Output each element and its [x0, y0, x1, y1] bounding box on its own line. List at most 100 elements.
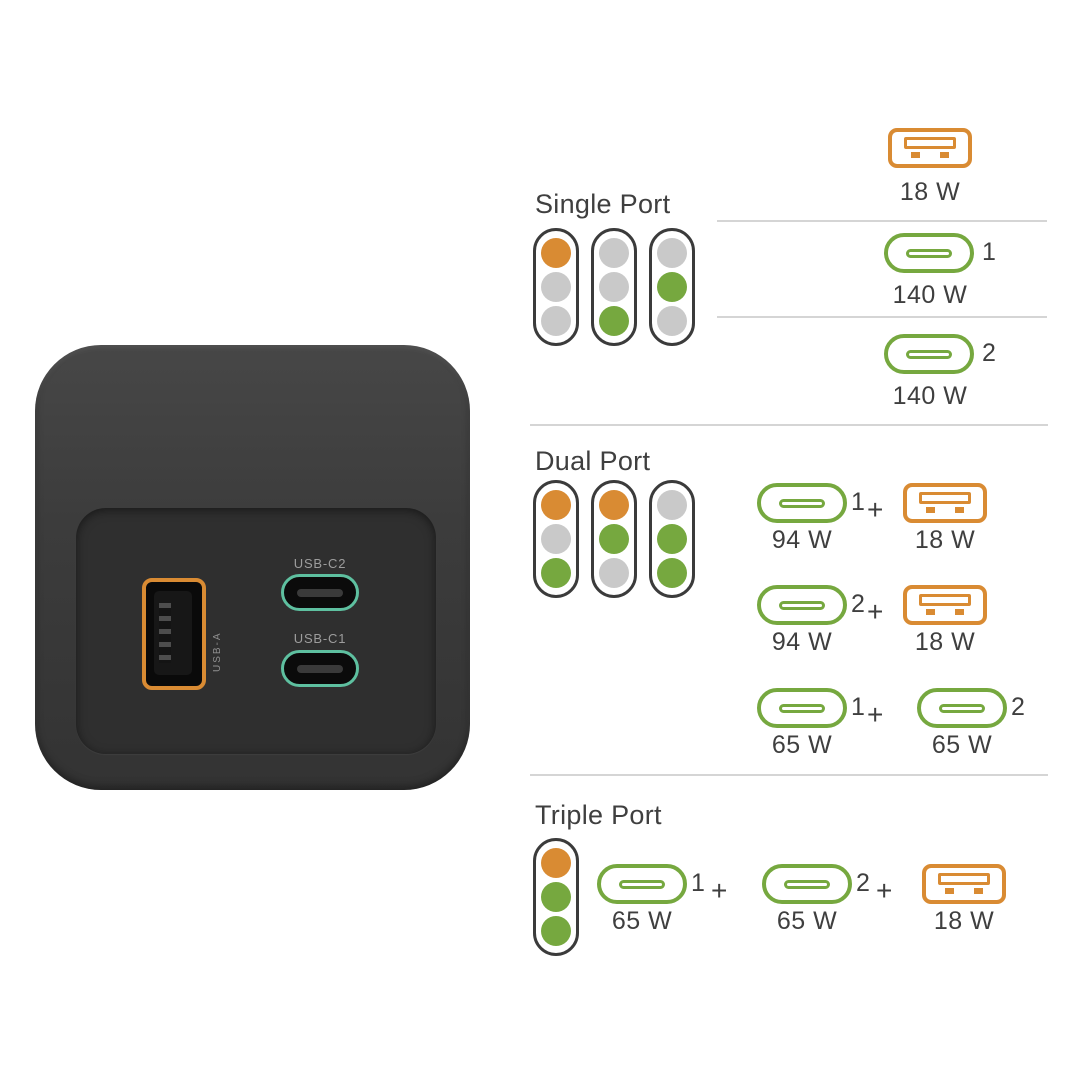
device-usb-c1-label: USB-C1 [293, 631, 347, 646]
port-indicator-pill [591, 228, 637, 346]
gray-port-dot [541, 272, 571, 302]
usb-c-icon [757, 483, 847, 523]
orange-port-dot [599, 490, 629, 520]
gray-port-dot [541, 306, 571, 336]
usb-a-slot [904, 137, 956, 149]
port-indicator-pill [649, 480, 695, 598]
green-port-dot [599, 524, 629, 554]
watt-label: 94 W [771, 628, 833, 656]
port-number-label: 2 [1011, 693, 1025, 721]
green-port-dot [541, 916, 571, 946]
usb-a-pin [940, 152, 949, 158]
usb-a-pin [926, 507, 935, 513]
port-indicator-pill [533, 838, 579, 956]
device-usb-a-port [142, 578, 206, 690]
gray-port-dot [657, 238, 687, 268]
usb-a-pin [926, 609, 935, 615]
usb-c-bar [939, 703, 985, 713]
port-number-label: 1 [851, 488, 865, 516]
usb-c-icon [762, 864, 852, 904]
usb-a-pin [955, 609, 964, 615]
section-divider [530, 774, 1048, 776]
watt-label: 18 W [914, 628, 976, 656]
watt-label: 18 W [899, 178, 961, 206]
usb-a-slot [919, 594, 971, 606]
charger-face-plate [76, 508, 436, 754]
usb-c-bar [906, 349, 952, 359]
usb-a-icon [903, 585, 987, 625]
gray-port-dot [599, 558, 629, 588]
usb-c-connector-bar [297, 664, 343, 673]
usb-c-icon [597, 864, 687, 904]
gray-port-dot [599, 272, 629, 302]
section-divider [530, 424, 1048, 426]
usb-c-bar [779, 498, 825, 508]
usb-a-slot [938, 873, 990, 885]
usb-c-bar [906, 248, 952, 258]
plus-sign: + [867, 699, 884, 730]
plus-sign: + [711, 875, 728, 906]
device-usb-c1-port [281, 650, 359, 687]
device-usb-c2-port [281, 574, 359, 611]
usb-c-icon [917, 688, 1007, 728]
green-port-dot [657, 524, 687, 554]
gray-port-dot [541, 524, 571, 554]
usb-c-connector-bar [297, 588, 343, 597]
usb-c-icon [884, 233, 974, 273]
plus-sign: + [867, 596, 884, 627]
watt-label: 65 W [776, 907, 838, 935]
orange-port-dot [541, 848, 571, 878]
port-indicator-pill [533, 480, 579, 598]
device-usb-a-label: USB-A [212, 631, 223, 672]
section-title-dual: Dual Port [535, 446, 651, 476]
green-port-dot [541, 558, 571, 588]
usb-c-bar [784, 879, 830, 889]
watt-label: 65 W [611, 907, 673, 935]
port-number-label: 1 [691, 869, 705, 897]
usb-c-icon [884, 334, 974, 374]
port-number-label: 2 [856, 869, 870, 897]
usb-a-icon [922, 864, 1006, 904]
watt-label: 65 W [931, 731, 993, 759]
usb-a-contacts [159, 603, 171, 663]
port-indicator-pill [649, 228, 695, 346]
usb-c-bar [779, 703, 825, 713]
usb-a-slot [919, 492, 971, 504]
watt-label: 18 W [933, 907, 995, 935]
usb-c-icon [757, 585, 847, 625]
port-indicator-pill [533, 228, 579, 346]
watt-label: 18 W [914, 526, 976, 554]
port-indicator-pill [591, 480, 637, 598]
watt-label: 140 W [892, 281, 968, 309]
usb-a-pin [945, 888, 954, 894]
port-number-label: 1 [982, 238, 996, 266]
watt-label: 140 W [892, 382, 968, 410]
plus-sign: + [867, 494, 884, 525]
green-port-dot [599, 306, 629, 336]
orange-port-dot [541, 238, 571, 268]
green-port-dot [657, 272, 687, 302]
orange-port-dot [541, 490, 571, 520]
device-usb-c2-label: USB-C2 [293, 556, 347, 571]
usb-c-icon [757, 688, 847, 728]
gray-port-dot [657, 306, 687, 336]
plus-sign: + [876, 875, 893, 906]
usb-a-icon [903, 483, 987, 523]
section-title-triple: Triple Port [535, 800, 662, 830]
gray-port-dot [657, 490, 687, 520]
row-divider [717, 316, 1047, 318]
port-number-label: 2 [982, 339, 996, 367]
usb-c-bar [779, 600, 825, 610]
usb-a-pin [911, 152, 920, 158]
section-title-single: Single Port [535, 189, 671, 219]
watt-label: 65 W [771, 731, 833, 759]
row-divider [717, 220, 1047, 222]
port-number-label: 2 [851, 590, 865, 618]
watt-label: 94 W [771, 526, 833, 554]
green-port-dot [541, 882, 571, 912]
gray-port-dot [599, 238, 629, 268]
usb-c-bar [619, 879, 665, 889]
usb-a-pin [974, 888, 983, 894]
green-port-dot [657, 558, 687, 588]
